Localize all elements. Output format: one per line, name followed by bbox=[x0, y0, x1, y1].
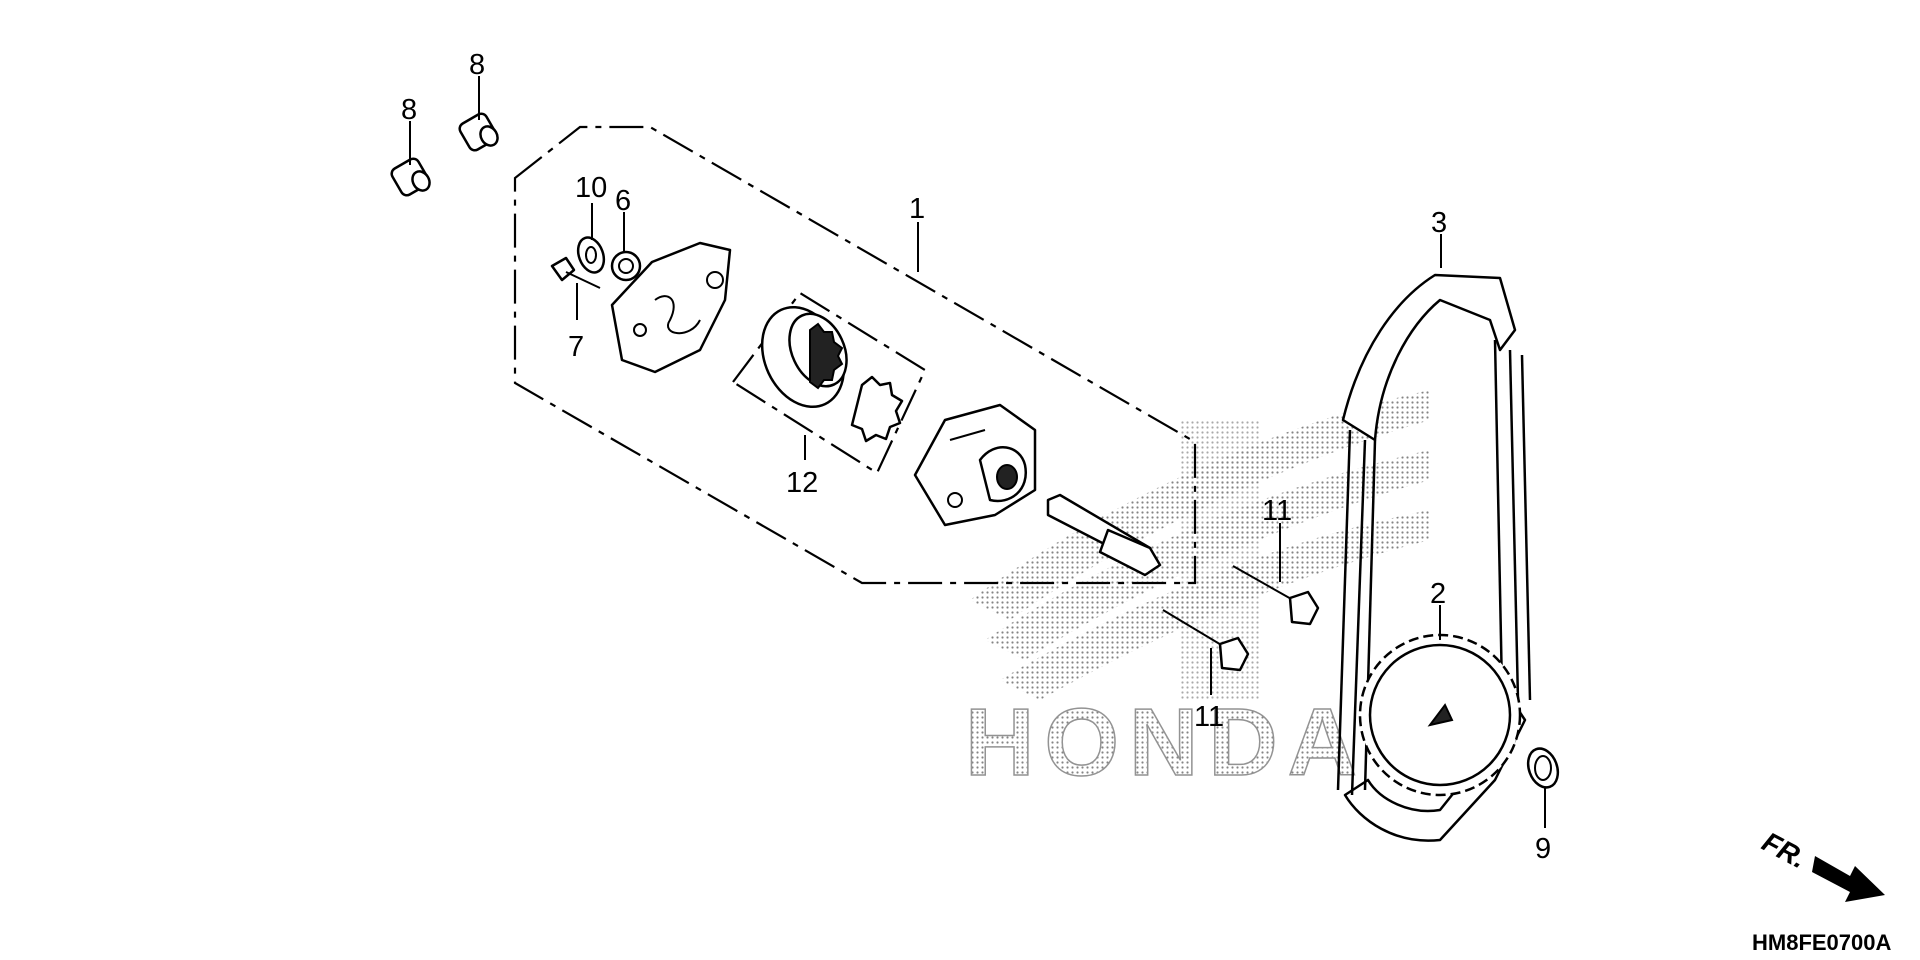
callout-3: 3 bbox=[1431, 207, 1447, 239]
bolt-icon bbox=[550, 256, 601, 289]
callout-12: 12 bbox=[786, 467, 818, 499]
arrow-right-icon bbox=[1812, 856, 1885, 902]
dowel-pin-icon bbox=[390, 157, 431, 197]
callout-2: 2 bbox=[1430, 578, 1446, 610]
callout-7: 7 bbox=[568, 331, 584, 363]
dowel-pin-icon bbox=[458, 112, 499, 152]
flange-bolt-icon bbox=[1162, 609, 1250, 672]
watermark-text: HONDA bbox=[965, 689, 1367, 796]
sprocket-icon bbox=[1358, 633, 1522, 797]
callout-6: 6 bbox=[615, 185, 631, 217]
callout-9: 9 bbox=[1535, 833, 1551, 865]
honda-watermark: HONDA bbox=[964, 390, 1430, 797]
washer-icon bbox=[576, 236, 606, 274]
callout-11a: 11 bbox=[1262, 495, 1292, 527]
pump-housing-icon bbox=[913, 403, 1037, 527]
snap-ring-icon bbox=[1526, 747, 1560, 789]
front-direction-indicator: FR. bbox=[1757, 826, 1885, 902]
callout-10: 10 bbox=[575, 172, 607, 204]
pump-shaft-icon bbox=[1046, 493, 1162, 577]
drawing-code: HM8FE0700A bbox=[1752, 930, 1892, 955]
pump-cover-icon bbox=[610, 241, 732, 374]
chain-icon bbox=[1336, 273, 1532, 842]
leader-lines bbox=[409, 76, 1546, 828]
rotor-icon bbox=[760, 305, 904, 443]
direction-label: FR. bbox=[1757, 826, 1811, 875]
assembly-outline-1 bbox=[513, 125, 1197, 585]
callout-11b: 11 bbox=[1194, 701, 1224, 733]
flange-bolt-icon bbox=[1232, 565, 1320, 626]
washer-icon bbox=[610, 250, 642, 282]
callout-8a: 8 bbox=[401, 94, 417, 126]
callout-8b: 8 bbox=[469, 49, 485, 81]
callout-1: 1 bbox=[909, 193, 925, 225]
